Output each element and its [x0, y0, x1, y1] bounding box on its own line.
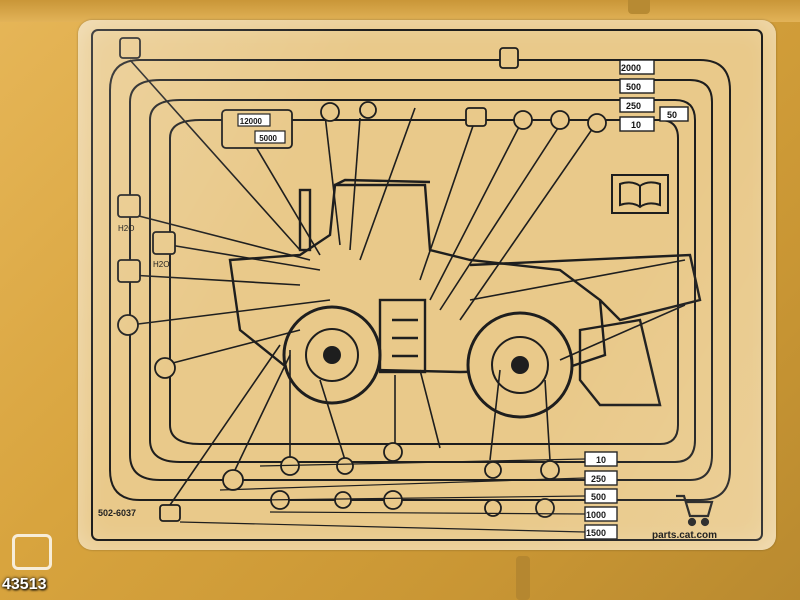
service-loop-inner — [169, 119, 679, 445]
interval-500: 500 — [626, 82, 641, 92]
parts-website: parts.cat.com — [652, 530, 718, 541]
watermark-logo — [12, 534, 52, 570]
interval-250-bottom: 250 — [591, 474, 606, 484]
decal-part-number: 502-6037 — [98, 508, 137, 518]
interval-50: 50 — [667, 110, 677, 120]
service-point-leaders — [129, 59, 686, 506]
interval-2000: 2000 — [621, 63, 641, 73]
open-book-icon — [611, 174, 669, 214]
interval-10: 10 — [631, 120, 641, 130]
panel-slot — [516, 556, 530, 600]
coolant-label-a: H2O — [118, 224, 134, 233]
rear-wheel — [282, 305, 382, 405]
engine-interval-boxes: 12000 5000 — [237, 113, 286, 144]
shopping-cart-icon — [676, 494, 714, 527]
front-wheel — [466, 311, 574, 419]
exhaust-stack — [298, 188, 312, 252]
interval-5000: 5000 — [259, 134, 277, 143]
service-icons — [117, 37, 607, 522]
service-loop-3 — [149, 99, 696, 463]
decal-border — [91, 29, 763, 541]
loader-bucket — [578, 318, 662, 407]
bottom-interval-boxes: 10 250 500 1000 1500 — [179, 451, 618, 540]
interval-250: 250 — [626, 101, 641, 111]
coolant-label-b: H2O — [153, 260, 169, 269]
panel-top-edge — [0, 0, 800, 22]
listing-number-watermark: 43513 — [2, 576, 47, 593]
interval-10-bottom: 10 — [596, 455, 606, 465]
interval-12000: 12000 — [240, 117, 263, 126]
interval-500-bottom: 500 — [591, 492, 606, 502]
interval-1500-bottom: 1500 — [586, 528, 606, 538]
service-loop-2 — [129, 79, 713, 481]
top-right-interval-boxes: 2000 500 250 10 50 — [619, 59, 689, 132]
service-loop-outer — [109, 59, 731, 501]
interval-1000-bottom: 1000 — [586, 510, 606, 520]
panel-latch — [628, 0, 650, 14]
